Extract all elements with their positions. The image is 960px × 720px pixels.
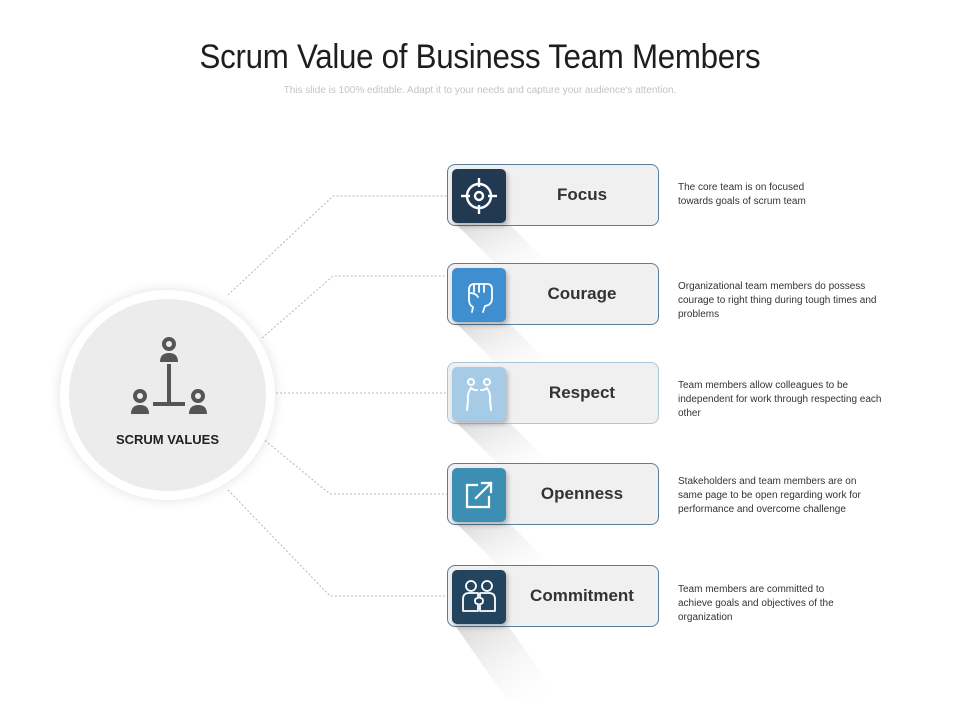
connector-commitment [227,489,447,597]
connector-openness [261,437,447,495]
external-link-icon [465,481,493,509]
value-icon-box [452,268,506,322]
value-icon-box [452,468,506,522]
value-description-respect: Team members allow colleagues to be inde… [678,380,882,419]
value-icon-box [452,367,506,421]
target-icon [461,178,497,214]
value-card-commitment: Commitment [447,565,659,627]
value-icon-box [452,570,506,624]
hierarchy-people-icon [131,337,207,414]
value-card-openness: Openness [447,463,659,525]
team-puzzle-icon [462,580,496,612]
value-label-focus: Focus [556,185,608,204]
value-description-focus: The core team is on focused towards goal… [678,182,806,207]
page-subtitle: This slide is 100% editable. Adapt it to… [283,85,677,96]
value-card-focus: Focus [447,164,659,226]
fist-icon [468,283,493,313]
value-label-respect: Respect [548,383,616,402]
people-greeting-icon [466,378,492,411]
page-title: Scrum Value of Business Team Members [199,38,761,76]
connector-focus [227,195,447,296]
value-description-courage: Organizational team members do possess c… [678,281,877,320]
value-label-commitment: Commitment [530,586,634,605]
value-description-openness: Stakeholders and team members are on sam… [678,476,861,515]
value-label-courage: Courage [547,284,617,303]
value-card-respect: Respect [447,362,659,424]
hub-label: SCRUM VALUES [115,432,220,447]
value-label-openness: Openness [540,484,624,503]
scrum-values-hub: SCRUM VALUES [60,290,275,500]
value-icon-box [452,169,506,223]
value-description-commitment: Team members are committed to achieve go… [678,584,834,623]
value-card-courage: Courage [447,263,659,325]
